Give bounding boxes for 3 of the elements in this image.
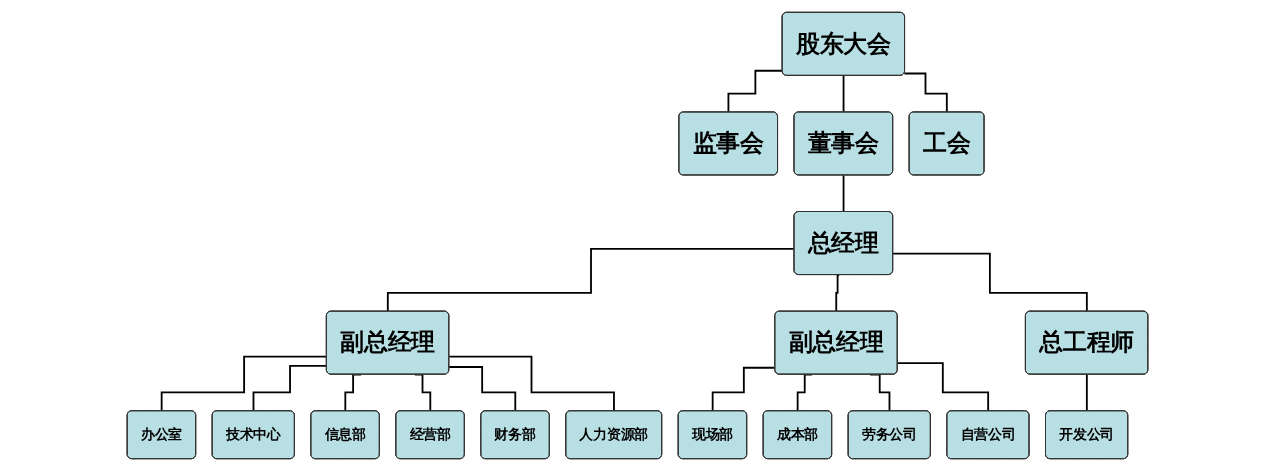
connector (892, 252, 1088, 313)
connector (842, 174, 845, 213)
connector (835, 274, 841, 313)
